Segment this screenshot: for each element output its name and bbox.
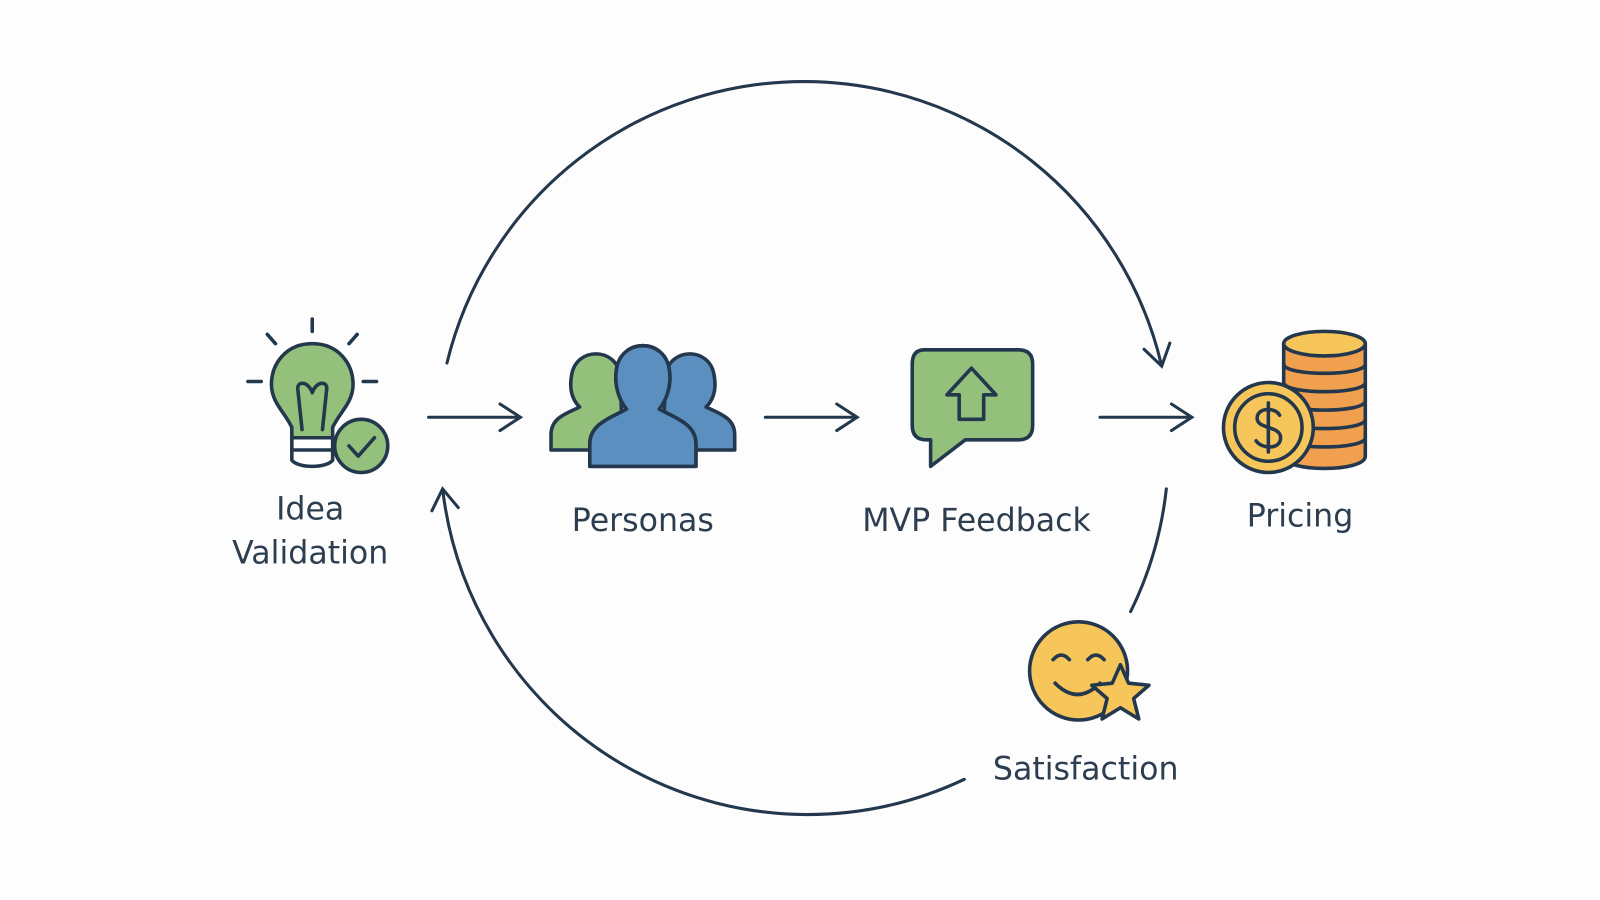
node-label-satisfaction: Satisfaction (993, 751, 1179, 787)
users-group-icon (549, 343, 737, 469)
chat-upload-icon (910, 347, 1035, 469)
node-label-idea-validation-line2: Validation (232, 535, 388, 571)
bottom-arc-arrow (430, 486, 966, 817)
lightbulb-check-icon (246, 317, 390, 475)
node-label-idea-validation-line1: Idea (276, 492, 344, 528)
top-arc-arrow (445, 80, 1172, 369)
smiley-star-icon (1027, 620, 1151, 722)
node-label-mvp-feedback: MVP Feedback (862, 503, 1091, 539)
right-arc-segment (1129, 487, 1168, 614)
dollar-coins-icon (1221, 329, 1368, 475)
node-label-pricing: Pricing (1247, 499, 1354, 535)
node-label-personas: Personas (572, 503, 714, 539)
